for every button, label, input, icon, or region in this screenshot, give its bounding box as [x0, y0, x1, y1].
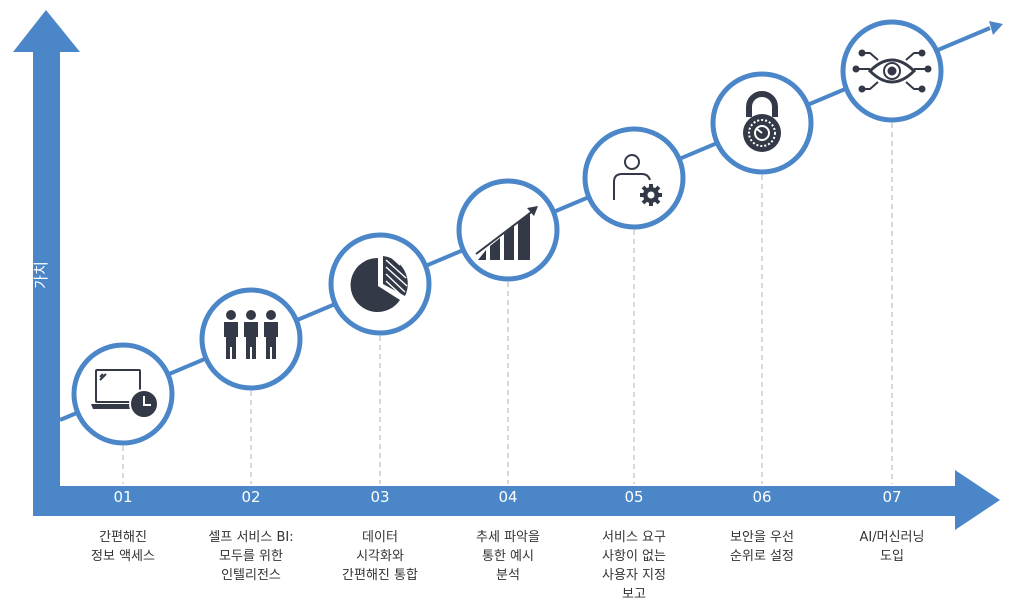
milestone-03 [328, 232, 432, 336]
laptop-clock-icon [91, 369, 159, 419]
user-settings-icon [613, 154, 662, 206]
step-number-03: 03 [370, 488, 390, 506]
step-number-01: 01 [113, 488, 133, 506]
step-number-04: 04 [498, 488, 518, 506]
milestone-07 [840, 19, 944, 123]
step-number-07: 07 [882, 488, 902, 506]
ai-eye-icon [852, 49, 932, 93]
step-label-07: AI/머신러닝 도입 [859, 530, 925, 564]
milestone-06 [710, 71, 814, 175]
step-number-06: 06 [752, 488, 772, 506]
growth-chart-icon [475, 206, 538, 260]
y-axis-label: 가치 [31, 261, 50, 289]
step-label-04: 추세 파악을 통한 예시 분석 [476, 530, 540, 583]
padlock-icon [743, 91, 781, 152]
step-number-02: 02 [241, 488, 261, 506]
step-label-01: 간편해진 정보 액세스 [91, 530, 155, 564]
step-label-05: 서비스 요구 사항이 없는 사용자 지정 보고 [602, 530, 666, 602]
people-group-icon [224, 310, 278, 359]
step-label-06: 보안을 우선 순위로 설정 [730, 530, 794, 564]
step-label-02: 셀프 서비스 BI: 모두를 위한 인텔리전스 [208, 530, 294, 583]
x-axis [33, 470, 1000, 530]
milestone-02 [199, 287, 303, 391]
pie-chart-icon [350, 255, 408, 312]
step-number-05: 05 [624, 488, 644, 506]
step-label-03: 데이터 시각화와 간편해진 통합 [342, 530, 418, 583]
milestone-04 [456, 178, 560, 282]
milestone-05 [582, 126, 686, 230]
dashed-guides [122, 123, 893, 484]
milestones [71, 19, 944, 446]
milestone-01 [71, 342, 175, 446]
y-axis [13, 10, 80, 516]
